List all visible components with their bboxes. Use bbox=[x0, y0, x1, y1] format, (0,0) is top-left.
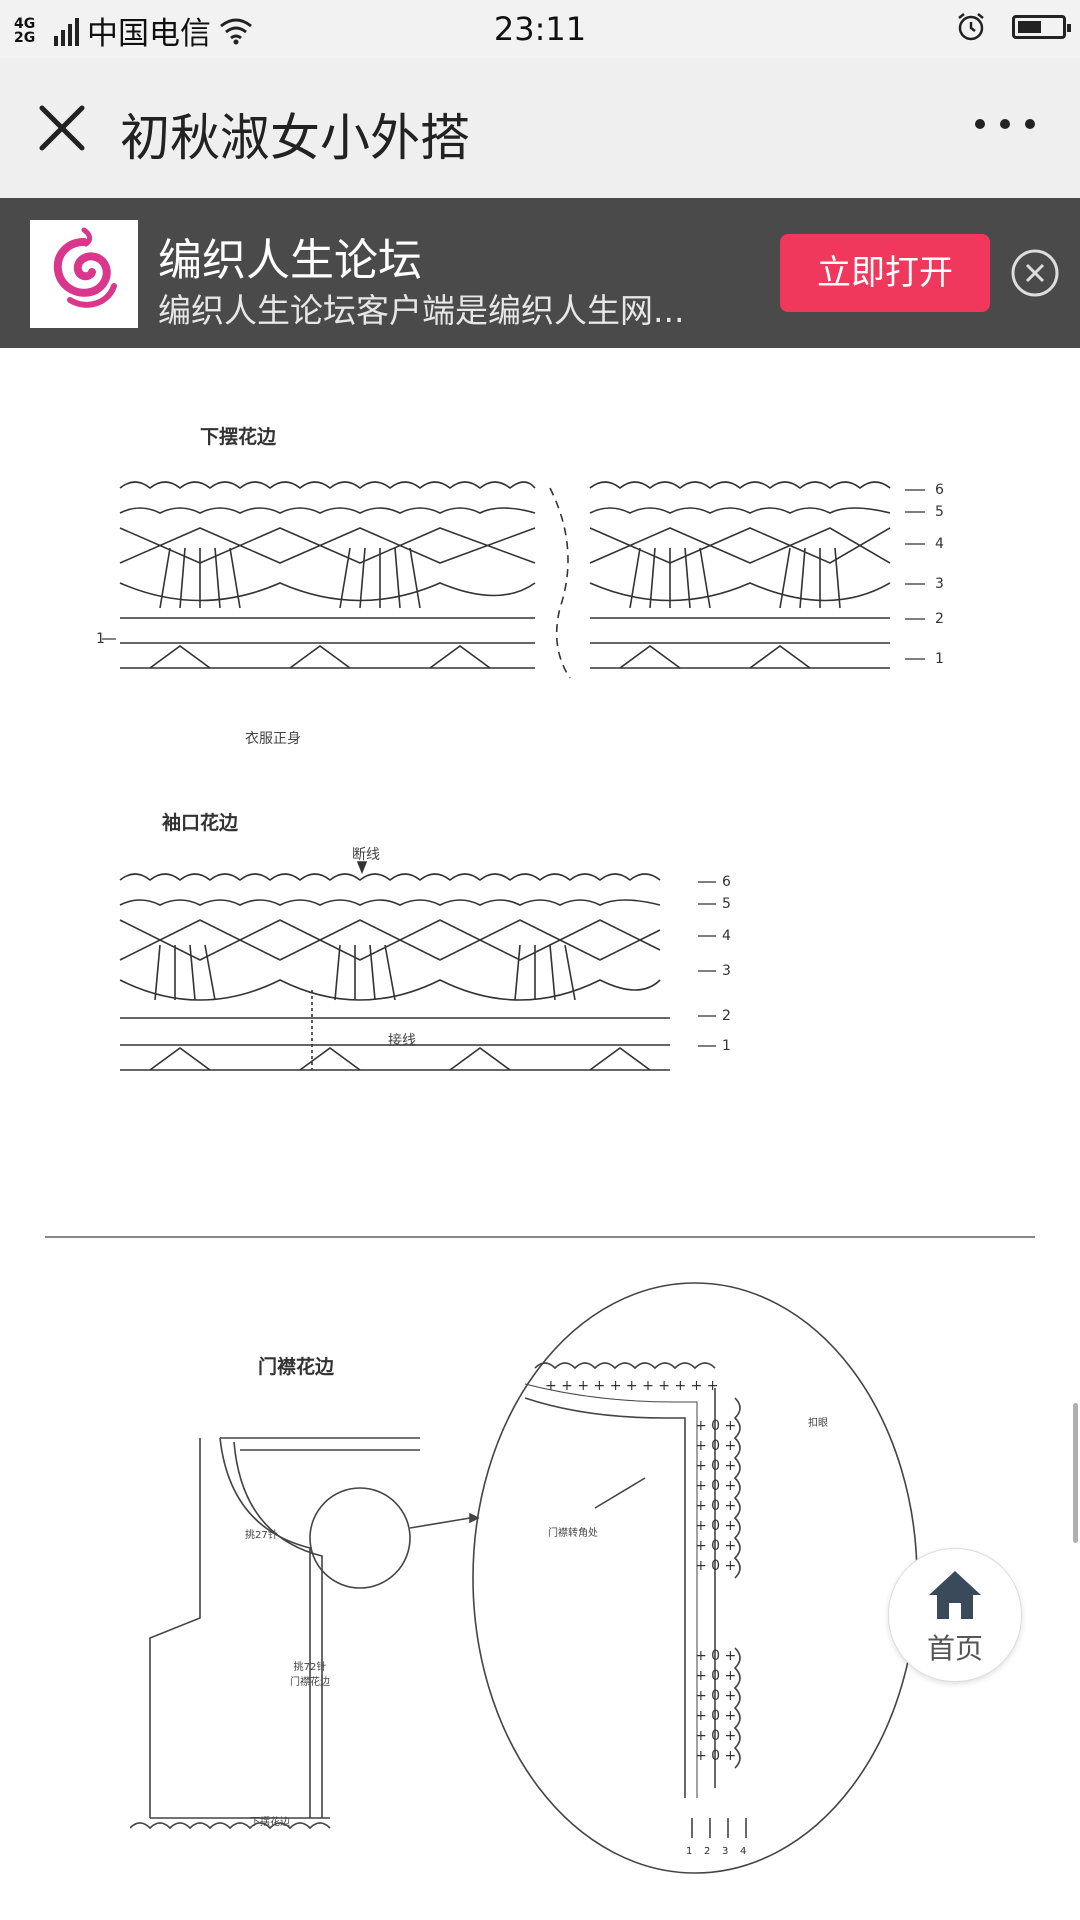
svg-text:+ 0 +: + 0 + bbox=[695, 1518, 736, 1534]
svg-text:+ 0 +: + 0 + bbox=[695, 1668, 736, 1684]
placket-pick-27: 挑27针 bbox=[245, 1530, 278, 1541]
hem-row-2: 2 bbox=[935, 611, 944, 627]
cuff-join-label: 接线 bbox=[388, 1033, 416, 1049]
scrollbar[interactable] bbox=[1073, 1403, 1078, 1543]
cuff-row-6: 6 bbox=[722, 874, 731, 890]
placket-col-3: 3 bbox=[722, 1846, 728, 1857]
placket-pick-72: 挑72针 门襟花边 bbox=[290, 1662, 330, 1688]
app-description: 编织人生论坛客户端是编织人生网... bbox=[158, 291, 685, 330]
svg-text:+ 0 +: + 0 + bbox=[695, 1498, 736, 1514]
cuff-break-label: 断线 bbox=[352, 847, 380, 863]
carrier-name: 中国电信 bbox=[87, 16, 211, 52]
page-title: 初秋淑女小外搭 bbox=[120, 109, 470, 167]
hem-row-1: 1 bbox=[935, 651, 944, 667]
cuff-title: 袖口花边 bbox=[162, 812, 239, 834]
home-icon bbox=[929, 1571, 981, 1619]
open-app-button[interactable]: 立即打开 bbox=[780, 234, 990, 312]
svg-text:+ 0 +: + 0 + bbox=[695, 1688, 736, 1704]
hem-row-5: 5 bbox=[935, 504, 944, 520]
hem-body-label: 衣服正身 bbox=[245, 731, 301, 747]
hem-left-marker: 1 bbox=[96, 631, 105, 647]
hem-row-3: 3 bbox=[935, 576, 944, 592]
svg-text:+ 0 +: + 0 + bbox=[695, 1748, 736, 1764]
svg-text:+ 0 +: + 0 + bbox=[695, 1538, 736, 1554]
cuff-row-3: 3 bbox=[722, 963, 731, 979]
more-icon[interactable] bbox=[970, 114, 1040, 134]
signal-icon bbox=[54, 16, 79, 46]
placket-title: 门襟花边 bbox=[258, 1356, 335, 1378]
placket-col-2: 2 bbox=[704, 1846, 710, 1857]
cuff-row-2: 2 bbox=[722, 1008, 731, 1024]
svg-text:+ 0 +: + 0 + bbox=[695, 1708, 736, 1724]
article-content: 下摆花边 6 5 4 bbox=[0, 348, 1080, 1920]
hem-row-4: 4 bbox=[935, 536, 944, 552]
cuff-row-1: 1 bbox=[722, 1038, 731, 1054]
cuff-diagram: 6 5 4 3 2 1 bbox=[119, 861, 731, 1071]
status-left: 4G 2G 中国电信 bbox=[14, 8, 253, 53]
svg-text:+ 0 +: + 0 + bbox=[695, 1648, 736, 1664]
wifi-icon bbox=[220, 18, 252, 44]
placket-garment-diagram bbox=[130, 1437, 480, 1830]
svg-text:+ 0 +: + 0 + bbox=[695, 1458, 736, 1474]
hem-row-6: 6 bbox=[935, 482, 944, 498]
svg-text:+ 0 +: + 0 + bbox=[695, 1438, 736, 1454]
home-button[interactable]: 首页 bbox=[888, 1548, 1022, 1682]
svg-text:+ 0 +: + 0 + bbox=[695, 1558, 736, 1574]
svg-text:+ 0 +: + 0 + bbox=[695, 1728, 736, 1744]
placket-button-label: 扣眼 bbox=[808, 1418, 828, 1429]
home-label: 首页 bbox=[926, 1632, 983, 1665]
banner-close-icon[interactable] bbox=[1010, 248, 1060, 298]
placket-corner-label: 门襟转角处 bbox=[548, 1528, 598, 1539]
app-logo bbox=[30, 220, 138, 328]
placket-col-4: 4 bbox=[740, 1846, 746, 1857]
network-type: 4G 2G bbox=[14, 15, 36, 46]
battery-icon bbox=[1012, 15, 1071, 39]
status-right bbox=[956, 12, 1071, 42]
cuff-row-5: 5 bbox=[722, 896, 731, 912]
svg-text:+ 0 +: + 0 + bbox=[695, 1418, 736, 1434]
alarm-icon bbox=[958, 13, 984, 41]
status-bar: 4G 2G 中国电信 23:11 bbox=[0, 0, 1080, 58]
placket-detail-diagram: + 0 + + 0 + + 0 + + 0 + + 0 + + 0 + + 0 + + 0 … bbox=[472, 1282, 918, 1874]
svg-text:+ + + + + + + + + + +: + + + + + + + + + + + bbox=[545, 1378, 719, 1394]
clock: 23:11 bbox=[493, 10, 587, 48]
cuff-row-4: 4 bbox=[722, 928, 731, 944]
placket-hem-label: 下摆花边 bbox=[250, 1817, 290, 1828]
section-divider bbox=[45, 1236, 1035, 1238]
hem-diagram: 6 5 4 3 2 1 1 bbox=[96, 481, 944, 679]
app-name: 编织人生论坛 bbox=[158, 235, 422, 286]
hem-title: 下摆花边 bbox=[200, 426, 277, 448]
close-icon[interactable] bbox=[30, 96, 94, 160]
svg-text:+ 0 +: + 0 + bbox=[695, 1478, 736, 1494]
nav-bar: 初秋淑女小外搭 bbox=[0, 58, 1080, 198]
app-banner: 编织人生论坛 编织人生论坛客户端是编织人生网... 立即打开 bbox=[0, 198, 1080, 348]
placket-col-1: 1 bbox=[686, 1846, 692, 1857]
